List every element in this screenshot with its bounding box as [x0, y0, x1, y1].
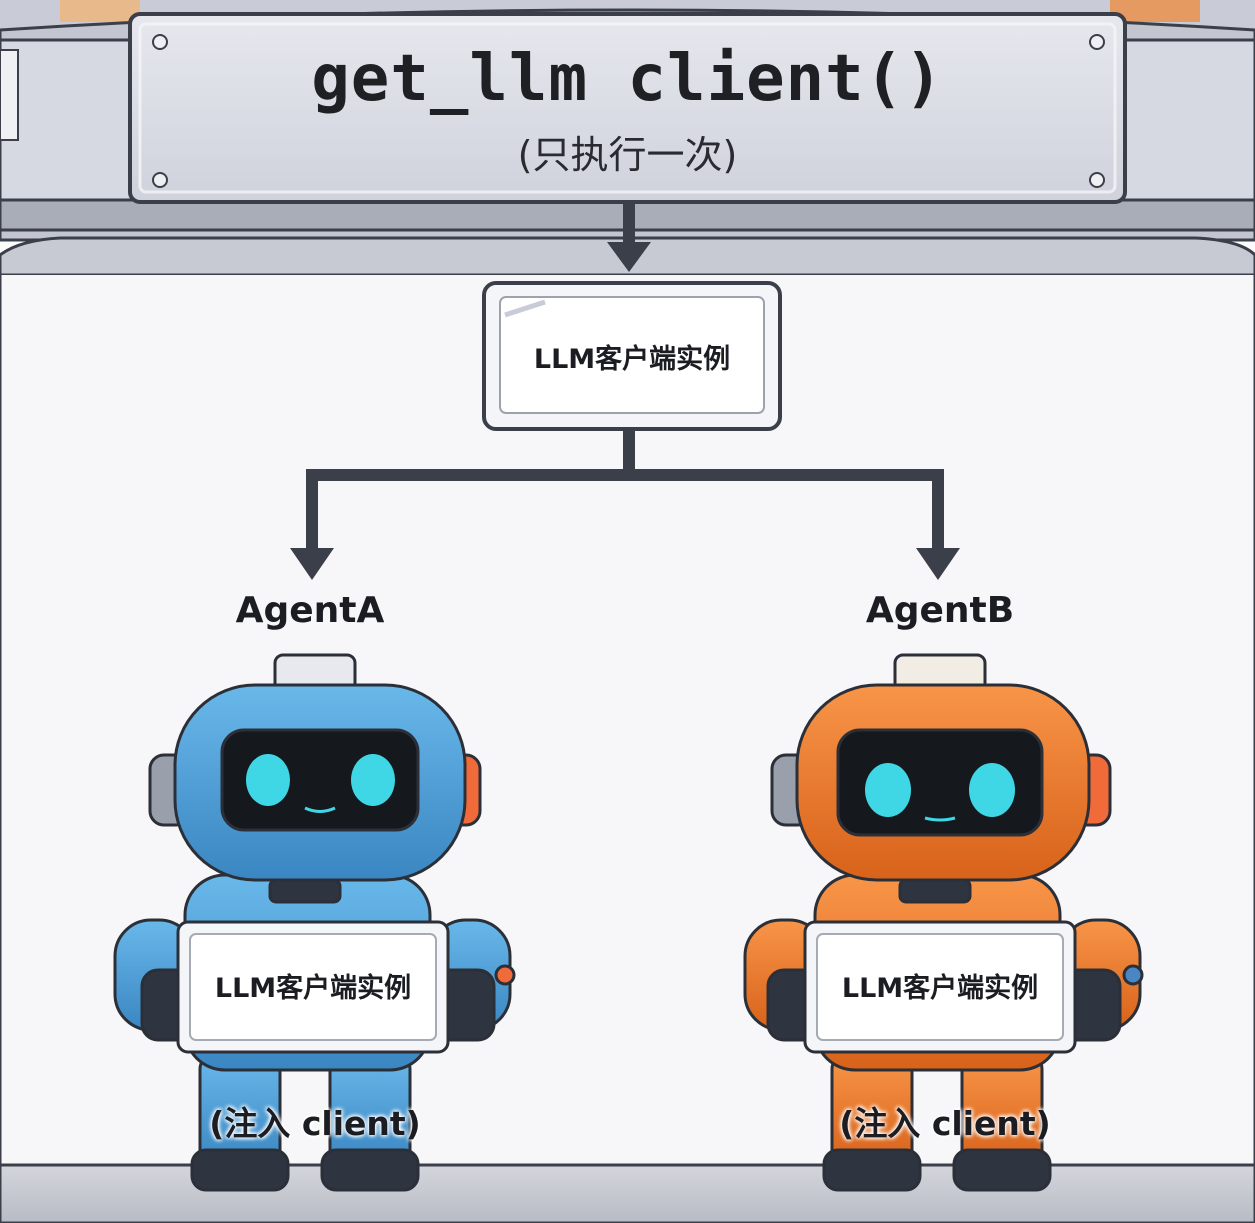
arrow-down-icon	[607, 242, 651, 272]
center-box-label: LLM客户端实例	[533, 344, 731, 375]
connector-split	[306, 428, 944, 555]
agent-b-held-label: LLM客户端实例	[841, 973, 1039, 1004]
llm-client-instance-box	[482, 281, 782, 431]
agent-b-held-sign	[803, 920, 1077, 1054]
function-subtitle: (只执行一次)	[517, 133, 738, 177]
arrow-down-icon	[290, 548, 334, 580]
agent-b-label: AgentB	[865, 590, 1015, 631]
agent-b-caption: (注入 client)	[839, 1104, 1051, 1143]
agent-a-held-label: LLM客户端实例	[214, 973, 412, 1004]
agent-a-held-sign	[176, 920, 450, 1054]
floor	[0, 1163, 1255, 1223]
arrow-down-icon	[916, 548, 960, 580]
agent-a-label: AgentA	[235, 590, 385, 631]
agent-a-caption: (注入 client)	[209, 1104, 421, 1143]
function-title: get_llm client()	[311, 42, 944, 116]
